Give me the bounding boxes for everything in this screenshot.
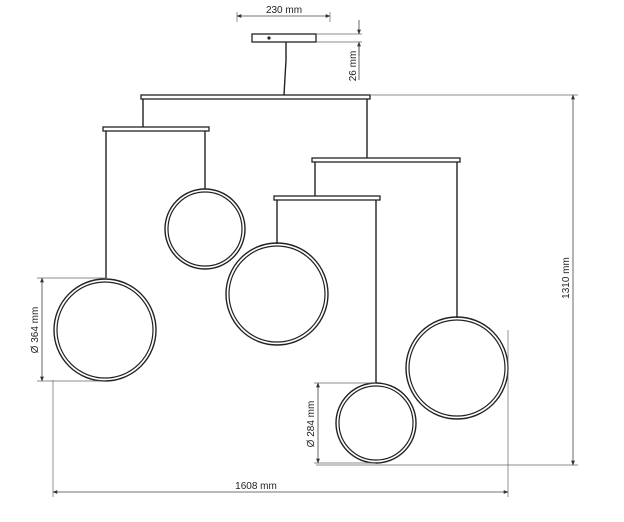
dimension-annotations: 230 mm 26 mm 1310 mm 1608 mm Ø 364 mm Ø …	[30, 5, 578, 497]
ring-center	[225, 242, 329, 346]
total-width-label: 1608 mm	[235, 481, 277, 492]
canopy	[251, 33, 317, 43]
right-bar	[311, 157, 461, 163]
ring-small-lower	[335, 382, 417, 464]
ring-large-left	[53, 278, 157, 382]
canopy-height-label: 26 mm	[348, 51, 359, 82]
ring-small-upper	[164, 188, 246, 270]
canopy-screw	[267, 36, 271, 40]
left-bar	[102, 126, 210, 132]
large-ring-diameter-label: Ø 364 mm	[30, 307, 41, 354]
ring-large-right	[405, 316, 509, 420]
middle-bar	[273, 195, 381, 201]
canopy-width-label: 230 mm	[266, 5, 302, 16]
lamp-structure	[53, 33, 509, 464]
top-bar	[140, 94, 371, 100]
small-ring-diameter-label: Ø 284 mm	[306, 401, 317, 448]
total-height-label: 1310 mm	[561, 257, 572, 299]
center-stem	[283, 42, 287, 96]
